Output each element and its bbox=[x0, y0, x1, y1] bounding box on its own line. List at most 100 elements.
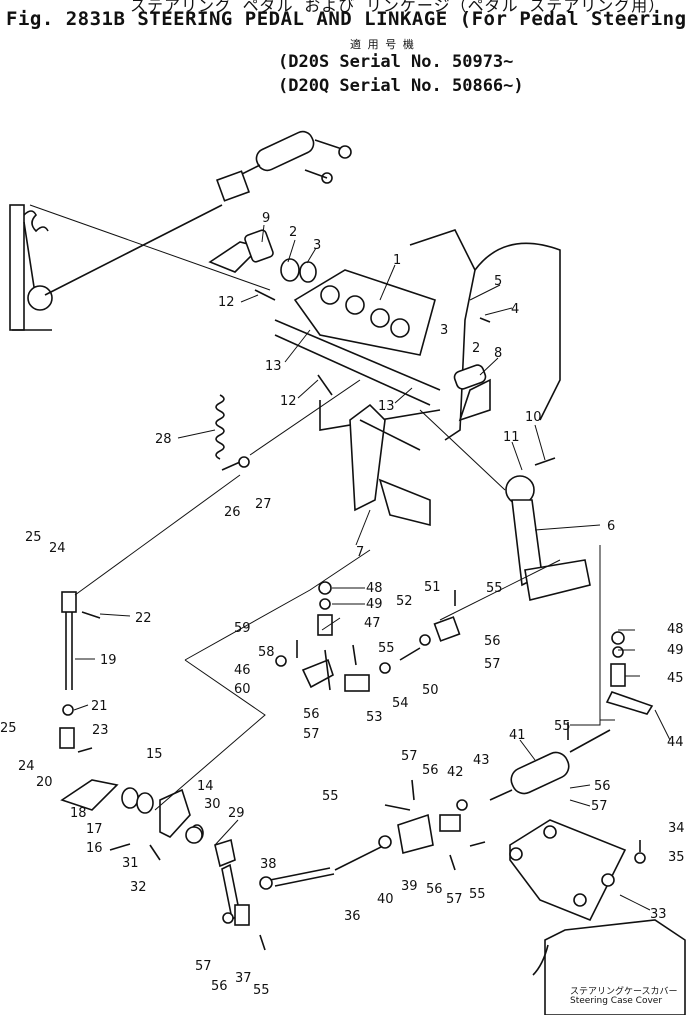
serial-range-d20q: (D20Q Serial No. 50866~) bbox=[278, 76, 524, 96]
callout-59: 59 bbox=[234, 621, 251, 636]
applicable-models-japanese: 適 用 号 機 bbox=[350, 38, 414, 51]
callout-2: 2 bbox=[289, 225, 297, 240]
callout-7: 7 bbox=[356, 545, 364, 560]
lever-part-18 bbox=[60, 779, 204, 861]
callout-56d: 56 bbox=[422, 763, 439, 778]
callout-51: 51 bbox=[424, 580, 441, 595]
callout-55f: 55 bbox=[253, 983, 270, 998]
callout-2b: 2 bbox=[472, 341, 480, 356]
callout-49b: 49 bbox=[667, 643, 684, 658]
callout-50: 50 bbox=[422, 683, 439, 698]
callout-45: 45 bbox=[667, 671, 684, 686]
callout-17: 17 bbox=[86, 822, 103, 837]
callout-41: 41 bbox=[509, 728, 526, 743]
lower-linkage bbox=[185, 779, 486, 951]
part-8-assembly bbox=[453, 364, 491, 422]
callout-29: 29 bbox=[228, 806, 245, 821]
callout-28: 28 bbox=[155, 432, 172, 447]
callout-60: 60 bbox=[234, 682, 251, 697]
serial-range-d20s: (D20S Serial No. 50973~ bbox=[278, 52, 514, 72]
callout-55: 55 bbox=[486, 581, 503, 596]
callout-5: 5 bbox=[494, 274, 502, 289]
figure-title: Fig. 2831B STEERING PEDAL AND LINKAGE (F… bbox=[6, 8, 689, 30]
callout-56f: 56 bbox=[211, 979, 228, 994]
callout-19: 19 bbox=[100, 653, 117, 668]
callout-10: 10 bbox=[525, 410, 542, 425]
callout-24: 24 bbox=[49, 541, 66, 556]
callout-55d: 55 bbox=[322, 789, 339, 804]
title-japanese: ステアリング ペダル および リンケージ（ペダル ステアリング用） bbox=[130, 0, 666, 15]
callout-9: 9 bbox=[262, 211, 270, 226]
callout-40: 40 bbox=[377, 892, 394, 907]
main-bracket-part-1 bbox=[274, 269, 441, 406]
callout-55c: 55 bbox=[554, 719, 571, 734]
lever-part-9 bbox=[208, 229, 317, 283]
callout-48: 48 bbox=[366, 581, 383, 596]
callout-57: 57 bbox=[484, 657, 501, 672]
callout-34: 34 bbox=[668, 821, 685, 836]
callout-57f: 57 bbox=[195, 959, 212, 974]
pedal-part-6 bbox=[419, 409, 591, 601]
callout-49: 49 bbox=[366, 597, 383, 612]
callout-25: 25 bbox=[25, 530, 42, 545]
callout-36: 36 bbox=[344, 909, 361, 924]
callout-43: 43 bbox=[473, 753, 490, 768]
callout-42: 42 bbox=[447, 765, 464, 780]
callout-47: 47 bbox=[364, 616, 381, 631]
callout-32: 32 bbox=[130, 880, 147, 895]
callout-57c: 57 bbox=[591, 799, 608, 814]
right-small-parts bbox=[605, 631, 654, 715]
center-small-parts bbox=[275, 559, 561, 692]
callout-58: 58 bbox=[258, 645, 275, 660]
pedal-part-7 bbox=[349, 403, 431, 527]
callout-24b: 24 bbox=[18, 759, 35, 774]
leader-lines bbox=[73, 224, 671, 911]
base-plate-part-33 bbox=[509, 819, 646, 922]
hydraulic-cylinder-part-41 bbox=[489, 722, 611, 801]
callout-35: 35 bbox=[668, 850, 685, 865]
callout-31: 31 bbox=[122, 856, 139, 871]
rod-part-19 bbox=[59, 474, 241, 753]
callout-54: 54 bbox=[392, 696, 409, 711]
callout-1: 1 bbox=[393, 253, 401, 268]
callout-3b: 3 bbox=[440, 323, 448, 338]
callout-55e: 55 bbox=[469, 887, 486, 902]
callout-48b: 48 bbox=[667, 622, 684, 637]
left-linkage-bracket bbox=[9, 204, 271, 331]
callout-39: 39 bbox=[401, 879, 418, 894]
hydraulic-cylinder-top bbox=[215, 130, 352, 202]
callout-18: 18 bbox=[70, 806, 87, 821]
bolts-and-nuts bbox=[221, 289, 556, 471]
callout-33: 33 bbox=[650, 907, 667, 922]
callout-6: 6 bbox=[607, 519, 615, 534]
callout-14: 14 bbox=[197, 779, 214, 794]
callout-labels: 1 2 3 4 5 2 3 6 7 8 9 10 11 12 12 13 13 … bbox=[0, 211, 685, 998]
callout-53: 53 bbox=[366, 710, 383, 725]
steering-case-cover bbox=[532, 919, 686, 1015]
callout-16: 16 bbox=[86, 841, 103, 856]
callout-12b: 12 bbox=[280, 394, 297, 409]
callout-37: 37 bbox=[235, 971, 252, 986]
callout-44: 44 bbox=[667, 735, 684, 750]
callout-56b: 56 bbox=[303, 707, 320, 722]
callout-30: 30 bbox=[204, 797, 221, 812]
steering-housing-outline bbox=[319, 229, 561, 441]
linkage-frame-lines bbox=[154, 545, 615, 811]
callout-55b: 55 bbox=[378, 641, 395, 656]
callout-46: 46 bbox=[234, 663, 251, 678]
callout-13: 13 bbox=[265, 359, 282, 374]
callout-23: 23 bbox=[92, 723, 109, 738]
callout-56: 56 bbox=[484, 634, 501, 649]
spring-part-28 bbox=[215, 379, 361, 460]
callout-21: 21 bbox=[91, 699, 108, 714]
callout-3: 3 bbox=[313, 238, 321, 253]
callout-52: 52 bbox=[396, 594, 413, 609]
callout-25b: 25 bbox=[0, 721, 17, 736]
callout-56e: 56 bbox=[426, 882, 443, 897]
callout-22: 22 bbox=[135, 611, 152, 626]
callout-4: 4 bbox=[511, 302, 519, 317]
caption-steering-case-cover: Steering Case Cover bbox=[570, 996, 663, 1006]
caption-japanese: ステアリングケースカバー bbox=[570, 987, 678, 997]
